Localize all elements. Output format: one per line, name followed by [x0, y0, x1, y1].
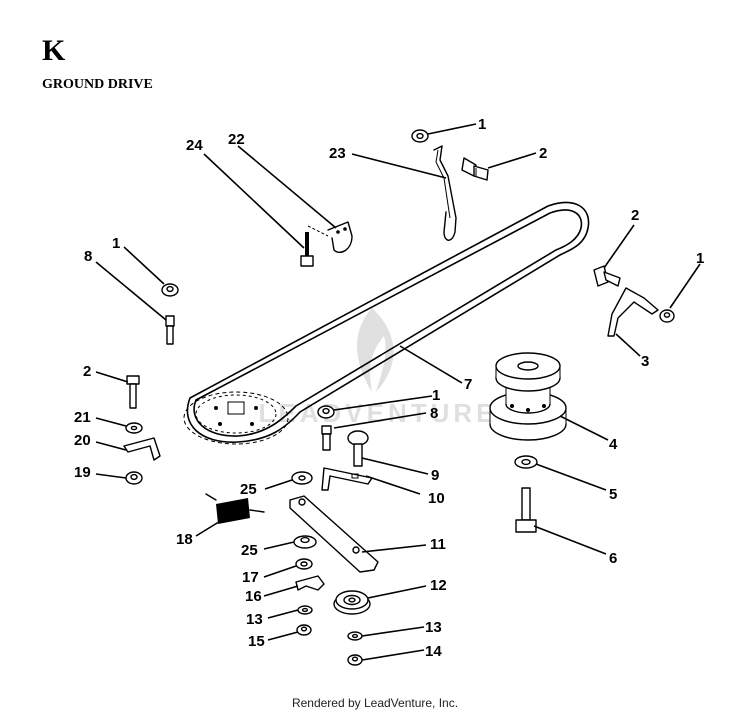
callout-13a: 13	[246, 611, 263, 628]
shoulder-bolt-8b	[321, 425, 332, 451]
leader-lines	[95, 123, 701, 661]
callout-4: 4	[609, 436, 618, 453]
idler-arm-11	[289, 495, 379, 573]
hex-nut-1a	[411, 129, 429, 143]
section-title: GROUND DRIVE	[42, 77, 153, 92]
callout-17: 17	[242, 569, 259, 586]
callout-12: 12	[430, 577, 447, 594]
bushing-25b	[293, 535, 317, 549]
callout-14: 14	[425, 643, 442, 660]
carriage-bolt-9	[347, 430, 369, 467]
callout-18: 18	[176, 531, 193, 548]
watermark: LEADVENTURE	[258, 308, 497, 428]
transmission-pulley-4	[489, 352, 567, 441]
hex-bolt-6	[515, 487, 537, 533]
hex-bolt-2c	[126, 375, 140, 409]
callout-5: 5	[609, 486, 617, 503]
bushing-25a	[291, 471, 313, 485]
callout-1d: 1	[432, 387, 440, 404]
hex-nut-19	[125, 471, 143, 485]
belt-guide-bracket	[433, 145, 457, 241]
bracket-3	[607, 287, 659, 337]
washer-5	[514, 455, 538, 469]
washer-21	[125, 422, 143, 434]
spring-18	[205, 493, 265, 524]
callout-1c: 1	[112, 235, 120, 252]
callout-24: 24	[186, 137, 203, 154]
spacer-bracket-16	[295, 575, 325, 591]
callout-23: 23	[329, 145, 346, 162]
callout-11: 11	[430, 536, 446, 553]
hex-bolt-2a	[461, 157, 489, 181]
callout-2b: 2	[631, 207, 639, 224]
callout-19: 19	[74, 464, 91, 481]
bracket-20	[123, 437, 161, 461]
hex-nut-14	[347, 654, 363, 666]
hex-nut-15	[296, 624, 312, 636]
callout-13b: 13	[425, 619, 442, 636]
callout-3: 3	[641, 353, 649, 370]
callout-22: 22	[228, 131, 245, 148]
idler-pulley-12	[333, 590, 371, 615]
callout-labels: 1 2 23 24 22 2 1 1 8 3 7 2 1 8 4 21 20 9…	[74, 116, 704, 660]
callout-1b: 1	[696, 250, 704, 267]
hex-nut-1d	[317, 405, 335, 419]
callout-6: 6	[609, 550, 617, 567]
callout-10: 10	[428, 490, 445, 507]
hex-nut-1c	[161, 283, 179, 297]
hex-bolt-2b	[593, 265, 621, 287]
callout-9: 9	[431, 467, 439, 484]
callout-20: 20	[74, 432, 91, 449]
watermark-text: LEADVENTURE	[258, 398, 497, 428]
callout-2c: 2	[83, 363, 91, 380]
callout-7: 7	[464, 376, 472, 393]
idler-bracket-10	[321, 467, 373, 491]
callout-8a: 8	[84, 248, 92, 265]
washer-13b	[347, 631, 363, 641]
bolt-24	[300, 225, 329, 267]
footer-credit: Rendered by LeadVenture, Inc.	[291, 696, 459, 710]
callout-25b: 25	[241, 542, 258, 559]
callout-15: 15	[248, 633, 265, 650]
callout-16: 16	[245, 588, 262, 605]
callout-2a: 2	[539, 145, 547, 162]
callout-1a: 1	[478, 116, 486, 133]
hex-nut-1b	[659, 309, 675, 323]
washer-13a	[297, 605, 313, 615]
section-letter: K	[42, 34, 66, 67]
callout-25a: 25	[240, 481, 257, 498]
shoulder-bolt-8a	[165, 315, 175, 345]
washer-17	[295, 558, 313, 570]
callout-21: 21	[74, 409, 91, 426]
callout-8b: 8	[430, 405, 438, 422]
hook-bracket-22	[327, 221, 353, 254]
drive-belt	[183, 201, 590, 445]
